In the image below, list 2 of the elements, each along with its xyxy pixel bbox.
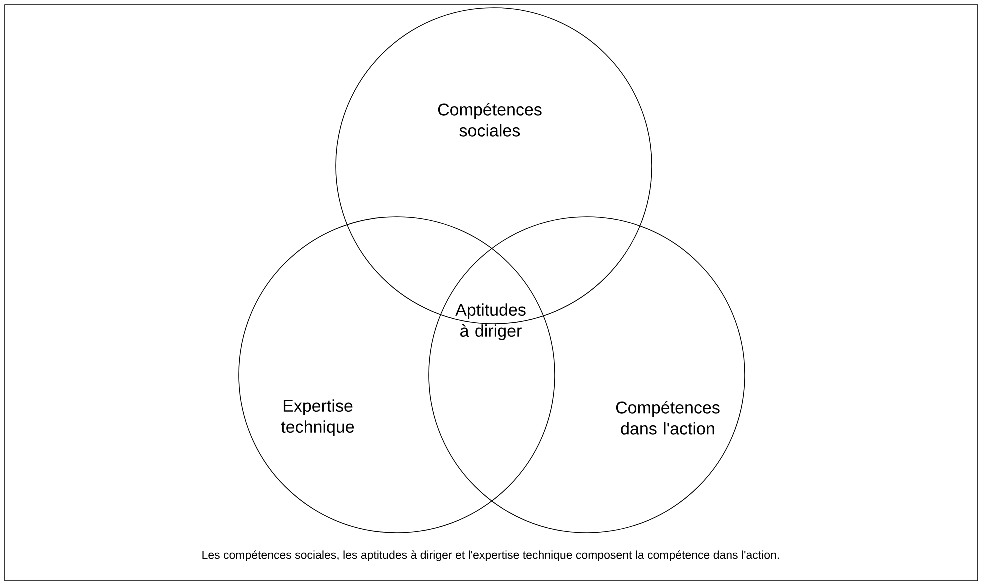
overlap-label: Aptitudes à diriger <box>456 304 526 340</box>
caption: Les compétences sociales, les aptitudes à diriger et l'expertise technique composent la compétence dans l'action. <box>202 550 780 562</box>
